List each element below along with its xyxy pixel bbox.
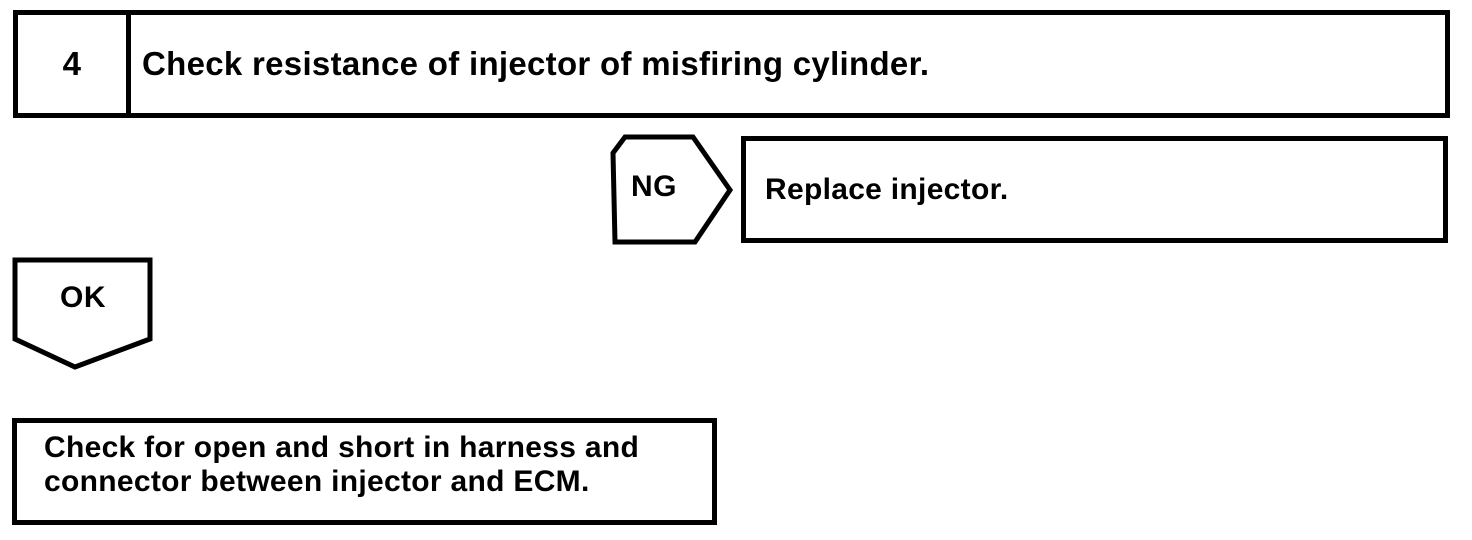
ng-connector-outline: [610, 134, 734, 245]
ng-label: NG: [631, 170, 677, 203]
ng-connector-shape: [610, 134, 734, 245]
step-number: 4: [18, 15, 131, 113]
step-box: 4 Check resistance of injector of misfir…: [13, 10, 1450, 118]
ok-connector-outline: [12, 257, 153, 370]
step-instruction: Check resistance of injector of misfirin…: [142, 45, 930, 82]
ng-action-text: Replace injector.: [765, 172, 1009, 206]
ok-connector-shape: [12, 257, 153, 370]
ok-label: OK: [60, 281, 106, 314]
ok-action-box: Check for open and short in harness and …: [12, 418, 717, 525]
ng-action-box: Replace injector.: [741, 136, 1448, 243]
ok-action-text: Check for open and short in harness and …: [44, 431, 640, 498]
